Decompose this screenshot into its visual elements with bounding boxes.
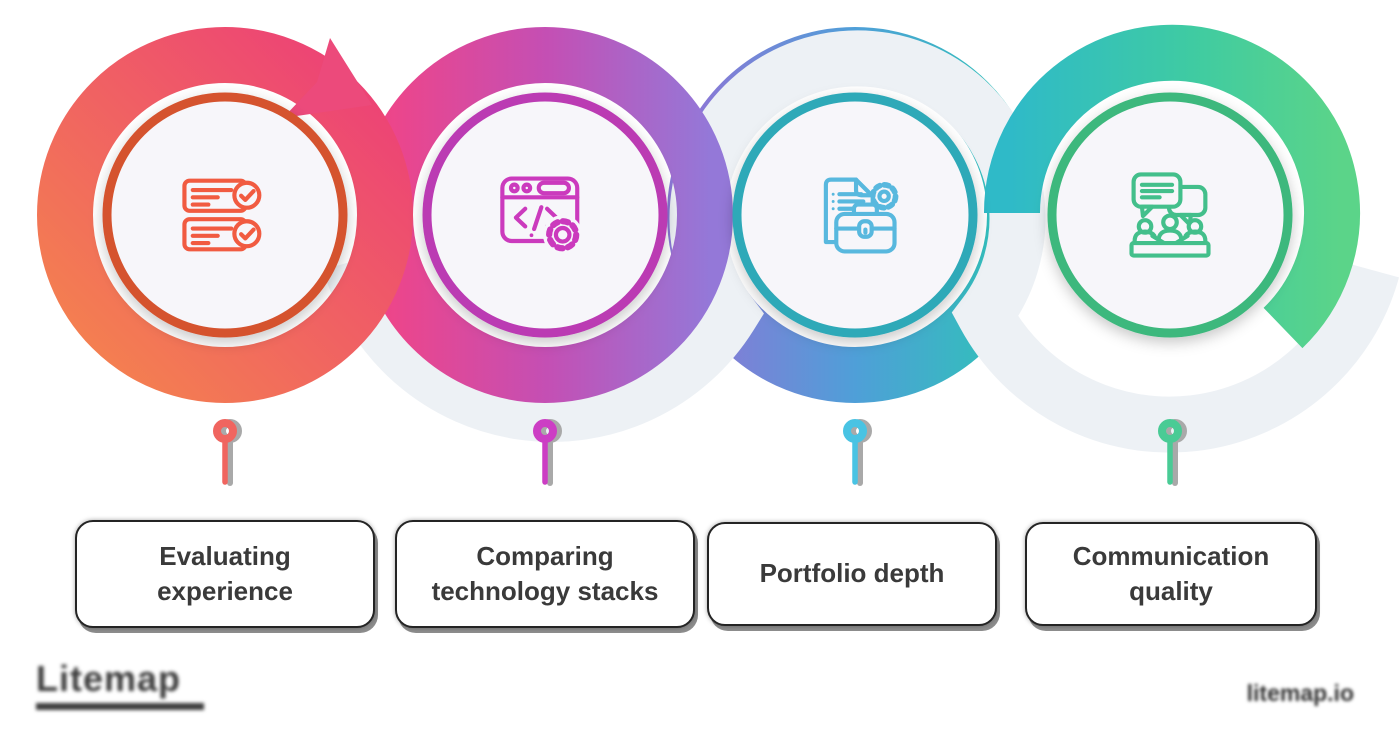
ring1-band <box>37 27 413 403</box>
step-label-card-1: Evaluating experience <box>75 520 375 628</box>
pin-step3 <box>843 419 867 485</box>
ribbon-graphic <box>37 24 1399 486</box>
ring4-band <box>984 24 1360 349</box>
connector-pins <box>213 419 1187 486</box>
step-label-1: Evaluating experience <box>157 540 293 606</box>
brand-logo-underline <box>36 703 204 710</box>
portfolio-document-icon <box>803 163 907 267</box>
brand-logo: Litemap <box>36 658 204 710</box>
step1-disc <box>102 92 348 338</box>
pale-wave-ribbon <box>323 30 1399 453</box>
step2-disc <box>422 92 668 338</box>
step-label-3: Portfolio depth <box>759 558 945 589</box>
ribbon-arrowhead <box>283 38 372 118</box>
meeting-chat-icon <box>1118 163 1222 267</box>
step-label-card-3: Portfolio depth <box>707 522 997 626</box>
step-label-2: Comparing technology stacks <box>431 540 659 606</box>
brand-logo-text: Litemap <box>36 658 182 699</box>
checklist-icon <box>173 163 277 267</box>
step-label-card-4: Communication quality <box>1025 522 1317 626</box>
pin-step4 <box>1158 419 1182 485</box>
pin-step2 <box>533 419 557 485</box>
credit-text: litemap.io <box>1246 680 1354 706</box>
pin-step1 <box>213 419 237 485</box>
code-window-gear-icon <box>493 163 597 267</box>
step-label-4: Communication quality <box>1072 540 1270 606</box>
step-label-card-2: Comparing technology stacks <box>395 520 695 628</box>
